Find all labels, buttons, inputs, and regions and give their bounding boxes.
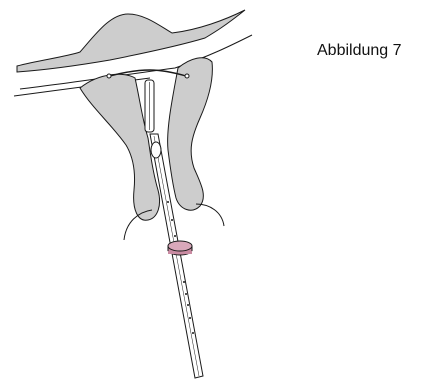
tube-mark (167, 201, 169, 203)
tube-mark (183, 281, 185, 283)
tube-mark (174, 235, 176, 237)
tube-mark (189, 317, 191, 319)
tube-mark (171, 219, 173, 221)
flange-top (168, 241, 192, 251)
tube-mark (192, 332, 194, 334)
arm-tip-left (107, 74, 111, 78)
tube-ring (151, 142, 161, 158)
figure-caption: Abbildung 7 (317, 42, 402, 60)
uterus-right-wall (168, 58, 213, 210)
tube-mark (187, 304, 189, 306)
flange (168, 241, 192, 255)
tube-mark (185, 293, 187, 295)
opening-arc-right (196, 204, 224, 226)
arm-tip-right (185, 74, 189, 78)
